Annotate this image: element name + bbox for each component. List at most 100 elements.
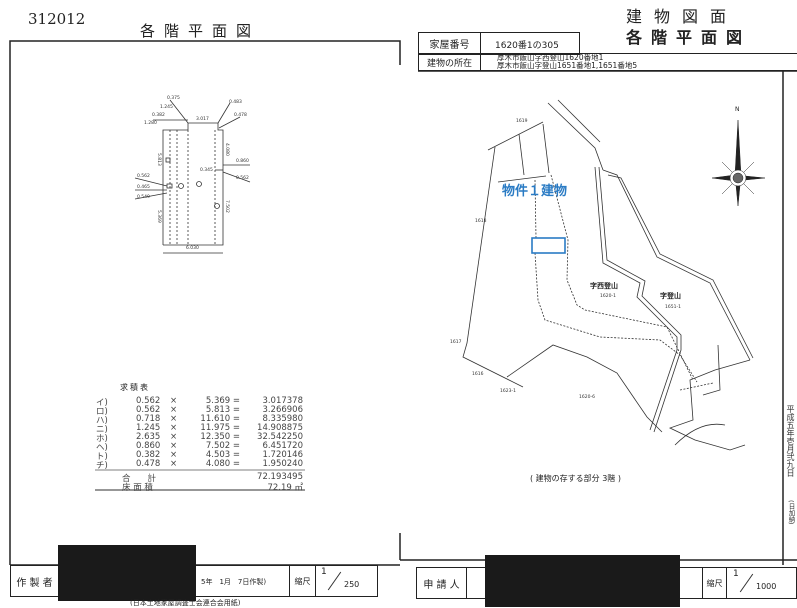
parcel-label: 1620-6 — [579, 395, 595, 400]
dim-label: 0.382 — [152, 113, 165, 118]
row-label: ハ) — [96, 416, 108, 426]
location-label: 建物の所在 — [419, 54, 481, 70]
dim-label: 0.483 — [229, 100, 242, 105]
row-b: 5.813 = — [205, 405, 240, 415]
site-map — [462, 99, 754, 451]
redacted-maker — [58, 545, 196, 601]
row-b: 4.080 = — [205, 459, 240, 469]
row-label: ニ) — [96, 425, 108, 435]
dim-label: 5.813 — [156, 153, 161, 166]
parcel-label: 1616 — [472, 372, 484, 377]
row-b: 5.369 = — [205, 396, 240, 406]
dim-label: 1.245 — [160, 105, 173, 110]
row-label: ホ) — [96, 434, 108, 444]
row-op: × — [170, 423, 178, 433]
redacted-applicant — [485, 555, 680, 607]
scale-denominator: 250 — [344, 580, 360, 589]
left-frame — [9, 40, 401, 565]
row-result: 1.950240 — [262, 459, 303, 469]
row-op: × — [170, 441, 178, 451]
parcel-label: 1620-1 — [600, 294, 616, 299]
north-arrow-icon — [711, 119, 766, 207]
row-b: 12.350 = — [200, 432, 240, 442]
scale-label: 縮尺 — [702, 568, 727, 598]
side-note: (日加納) — [787, 500, 795, 525]
house-number-label: 家屋番号 — [419, 33, 481, 54]
house-number-value: 1620番1の305 — [495, 41, 559, 51]
row-result: 6.451720 — [262, 441, 303, 451]
scale-numerator: 1 — [733, 569, 739, 579]
row-result: 8.335980 — [262, 414, 303, 424]
parcel-label: 1619 — [516, 119, 528, 124]
map-caption: ( 建物の存する部分 3階 ) — [530, 474, 621, 483]
area-table-title: 求積表 — [120, 383, 150, 392]
dim-label: 1.280 — [144, 121, 157, 126]
row-b: 11.975 = — [200, 423, 240, 433]
scale-slash — [327, 571, 342, 591]
row-label: イ) — [96, 398, 108, 408]
row-b: 7.502 = — [205, 441, 240, 451]
row-b: 11.610 = — [200, 414, 240, 424]
date-text: 5年 1月 7日作製) — [201, 578, 267, 586]
district-west-label: 字西登山 — [590, 282, 618, 290]
parcel-label: 1623-1 — [500, 389, 516, 394]
scale-numerator: 1 — [321, 567, 327, 577]
location-line1: 厚木市飯山字西登山1620番地1 — [497, 53, 604, 62]
dim-label: 0.478 — [234, 113, 247, 118]
row-label: ト) — [96, 452, 108, 462]
document-number: 312012 — [28, 10, 86, 28]
north-label: N — [735, 106, 740, 113]
row-a: 2.635 — [136, 432, 161, 442]
dim-label: 7.502 — [224, 200, 229, 213]
side-date: 平成五年壱月弐九日 — [786, 405, 795, 477]
dim-label: 0.549 — [137, 195, 150, 200]
property-building-outline — [531, 237, 566, 254]
row-a: 0.860 — [136, 441, 161, 451]
row-label: ヘ) — [96, 443, 108, 453]
dim-label: 0.860 — [236, 159, 249, 164]
dim-label: 3.017 — [196, 117, 209, 122]
row-op: × — [170, 405, 178, 415]
dim-label: 5.369 — [156, 210, 161, 223]
district-east-label: 字登山 — [660, 292, 681, 300]
row-a: 0.382 — [136, 450, 161, 460]
row-result: 3.017378 — [262, 396, 303, 406]
right-title-line1: 建物図面 — [626, 7, 739, 26]
dim-label: 6.030 — [186, 246, 199, 251]
maker-label: 作 製 者 — [11, 566, 59, 596]
dim-label: 0.345 — [200, 168, 213, 173]
property-label: 物件１建物 — [502, 184, 568, 199]
row-op: × — [170, 450, 178, 460]
left-title: 各階平面図 — [140, 22, 261, 40]
parcel-label: 1617 — [450, 340, 462, 345]
row-op: × — [170, 396, 178, 406]
dim-label: 0.562 — [137, 174, 150, 179]
scale-denominator: 1000 — [756, 582, 777, 591]
parcel-label: 1618 — [475, 219, 487, 224]
row-a: 0.718 — [136, 414, 161, 424]
row-a: 1.245 — [136, 423, 161, 433]
row-result: 14.908875 — [257, 423, 303, 433]
dim-label: 0.375 — [167, 96, 180, 101]
dim-label: 0.465 — [137, 185, 150, 190]
row-result: 1.720146 — [262, 450, 303, 460]
row-a: 0.562 — [136, 396, 161, 406]
floor-area-value: 72.19 ㎡ — [267, 483, 303, 493]
row-label: チ) — [96, 461, 108, 471]
total-value: 72.193495 — [257, 472, 303, 482]
total-label: 合 計 — [122, 474, 157, 484]
row-result: 32.542250 — [257, 432, 303, 442]
row-op: × — [170, 459, 178, 469]
floor-plan — [134, 99, 251, 254]
row-b: 4.503 = — [205, 450, 240, 460]
floor-area-label: 床 面 積 — [122, 483, 153, 493]
row-op: × — [170, 432, 178, 442]
row-a: 0.562 — [136, 405, 161, 415]
row-op: × — [170, 414, 178, 424]
paper-note: (日本土地家屋調査士会連合会用紙) — [130, 599, 241, 607]
row-result: 3.266906 — [262, 405, 303, 415]
dim-label: 4.080 — [224, 143, 229, 156]
applicant-label: 申 請 人 — [417, 568, 467, 598]
row-a: 0.478 — [136, 459, 161, 469]
